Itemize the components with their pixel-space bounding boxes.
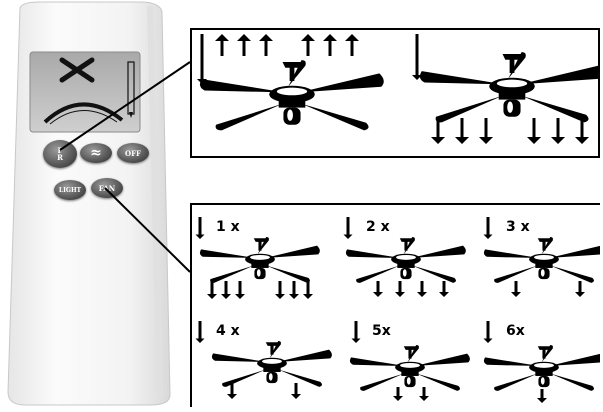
breeze-icon: ≈ (90, 144, 102, 161)
breeze-button[interactable]: ≈ (80, 143, 112, 163)
speed-label-1: 1 x (216, 219, 240, 235)
speed-6-fan-icon (483, 344, 603, 391)
speed-label-3: 3 x (506, 219, 530, 235)
speed-cell-6 (483, 321, 603, 403)
speed-1-airflow-arrow-4 (275, 281, 285, 299)
downdraft-arrow-3 (479, 118, 493, 144)
speed-4-airflow-arrow-1 (227, 383, 237, 399)
updraft-arrow-6 (345, 34, 359, 56)
downdraft-arrow-1 (431, 118, 445, 144)
speed-1-airflow-arrow-5 (289, 281, 299, 299)
lcd-fan-icon (59, 57, 95, 83)
speed-4-fan-icon (211, 340, 332, 387)
speed-label-6: 6x (506, 323, 525, 339)
speed-2-airflow-arrow-4 (439, 281, 449, 297)
speed-1-airflow-arrow-3 (235, 281, 245, 299)
downdraft-arrow-4 (527, 118, 541, 144)
updraft-arrow-3 (259, 34, 273, 56)
speed-6-pointer-arrow (483, 321, 493, 343)
speed-2-airflow-arrow-3 (417, 281, 427, 297)
reverse-connector-line (59, 61, 191, 151)
fan-updraft-illustration (199, 60, 384, 131)
speed-2-airflow-arrow-2 (395, 281, 405, 297)
speed-1-airflow-arrow-1 (207, 281, 217, 299)
speed-5-airflow-arrow-1 (393, 387, 403, 401)
speed-1-pointer-arrow (195, 217, 205, 239)
fan-connector-line (104, 187, 191, 273)
speed-3-airflow-arrow-1 (511, 281, 521, 297)
updraft-arrow-2 (237, 34, 251, 56)
speed-3-fan-icon (483, 236, 603, 283)
off-button[interactable]: OFF (117, 143, 149, 163)
speed-label-4: 4 x (216, 323, 240, 339)
speed-cell-3 (483, 217, 603, 297)
light-button[interactable]: LIGHT (54, 180, 86, 200)
speed-2-airflow-arrow-1 (373, 281, 383, 297)
fan-downdraft-illustration (419, 52, 603, 123)
updraft-arrow-4 (301, 34, 315, 56)
speed-panel: 1 x 2 x 3 x 4 x 5x 6x (190, 203, 603, 407)
reverse-button[interactable]: F R (43, 140, 77, 168)
speed-3-pointer-arrow (483, 217, 493, 239)
speed-cell-5 (349, 321, 470, 401)
speed-1-fan-icon (199, 236, 320, 283)
speed-5-airflow-arrow-2 (419, 387, 429, 401)
speed-3-airflow-arrow-2 (575, 281, 585, 297)
speed-cell-1 (195, 217, 320, 299)
speed-1-airflow-arrow-6 (303, 281, 313, 299)
forward-direction-arrow (412, 34, 422, 80)
speed-6-airflow-arrow-1 (537, 389, 547, 403)
speed-5-fan-icon (349, 344, 470, 391)
speed-4-pointer-arrow (195, 321, 205, 343)
speed-1-airflow-arrow-2 (221, 281, 231, 299)
speed-label-2: 2 x (366, 219, 390, 235)
speed-5-pointer-arrow (351, 321, 361, 343)
light-button-label: LIGHT (58, 186, 82, 194)
fan-button-label: FAN (98, 183, 116, 193)
direction-panel (190, 28, 603, 158)
reverse-button-label-top: F (57, 146, 63, 155)
speed-2-pointer-arrow (343, 217, 353, 239)
speed-2-fan-icon (345, 236, 466, 283)
speed-label-5: 5x (372, 323, 391, 339)
speed-cell-2 (343, 217, 466, 297)
off-button-label: OFF (124, 148, 142, 158)
downdraft-arrow-5 (551, 118, 565, 144)
speed-4-airflow-arrow-2 (291, 383, 301, 399)
reverse-button-label-bottom: R (57, 153, 63, 162)
reverse-direction-arrow (197, 34, 207, 84)
downdraft-arrow-2 (455, 118, 469, 144)
fan-button[interactable]: FAN (91, 178, 123, 198)
updraft-arrow-1 (215, 34, 229, 56)
downdraft-arrow-6 (575, 118, 589, 144)
updraft-arrow-5 (323, 34, 337, 56)
speed-cell-4 (195, 321, 332, 399)
